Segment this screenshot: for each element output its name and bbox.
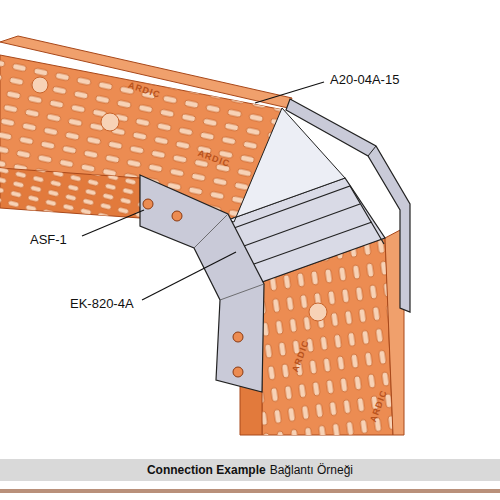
part-label: EK-820-4A <box>70 296 134 311</box>
caption-translation: Bağlantı Örneği <box>270 463 353 477</box>
part-label: A20-04A-15 <box>330 72 399 87</box>
footer-rule <box>0 489 500 493</box>
caption: Connection Example <box>147 463 266 477</box>
caption-bar: Connection Example Bağlantı Örneği <box>0 459 500 481</box>
part-label: ASF-1 <box>30 232 67 247</box>
